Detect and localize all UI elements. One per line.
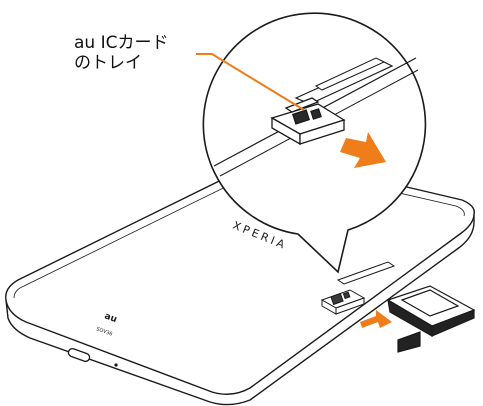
ejected-tray — [386, 285, 476, 353]
phone-side-tray — [320, 261, 396, 315]
carrier-logo: au — [103, 311, 118, 325]
magnified-tray — [270, 97, 346, 146]
magnifier — [202, 12, 427, 274]
usb-port — [67, 347, 91, 363]
mic-hole — [114, 363, 118, 367]
callout-leader — [196, 53, 305, 111]
model-mark: SOV36 — [95, 326, 113, 337]
callout-label-line2: のトレイ — [74, 53, 142, 73]
ic-card — [400, 289, 460, 317]
insert-arrow-small — [360, 310, 392, 328]
insert-arrow-large — [340, 132, 386, 168]
callout-label: au ICカード のトレイ — [74, 33, 168, 73]
magnifier-outline — [202, 12, 427, 274]
callout-label-line1: au ICカード — [74, 33, 169, 53]
